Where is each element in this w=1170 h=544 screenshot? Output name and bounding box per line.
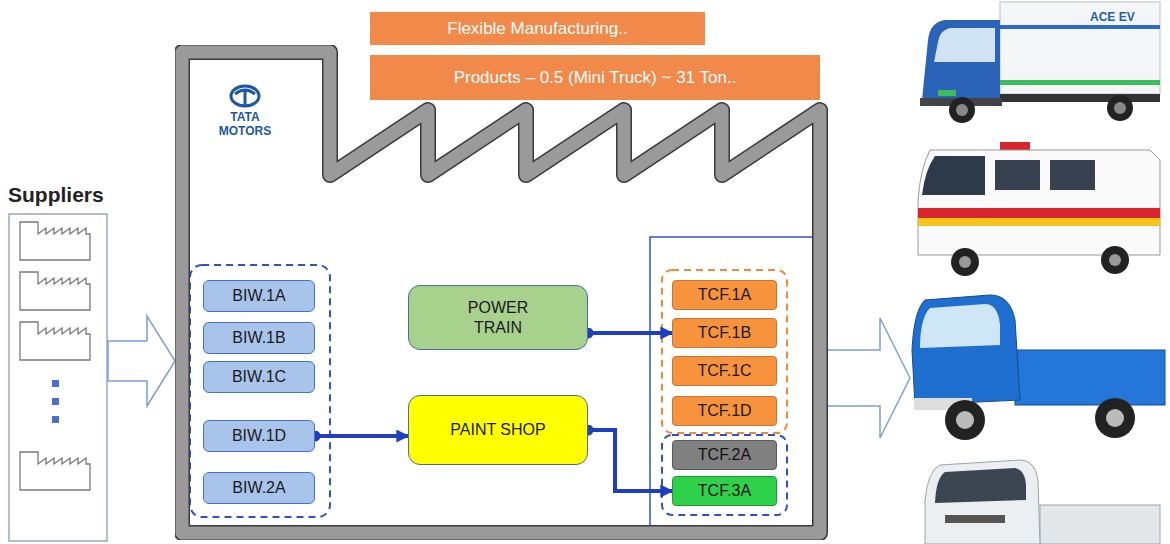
- output-frame: [650, 237, 822, 529]
- group-bracket: [662, 435, 787, 515]
- group-bracket: [662, 270, 787, 433]
- ellipsis-dot: [52, 380, 59, 387]
- vehicle-picture: [1040, 505, 1160, 544]
- station-box: TCF.3A: [672, 476, 777, 506]
- vehicle-picture: [925, 460, 1040, 544]
- group-bracket: [190, 265, 330, 517]
- supplier-icon: [20, 272, 90, 310]
- vehicle-picture: [918, 208, 1160, 218]
- title-banner: Flexible Manufacturing..: [370, 12, 705, 45]
- company-logo: [231, 86, 259, 106]
- vehicle-picture: [1106, 409, 1124, 427]
- vehicle-picture: [922, 156, 985, 195]
- vehicle-picture: [1015, 350, 1165, 405]
- box-label: BIW.1D: [232, 427, 286, 445]
- vehicle-picture: [1000, 80, 1160, 85]
- vehicle-picture: [925, 460, 1160, 544]
- vehicle-picture: [1101, 246, 1129, 274]
- vehicle-picture: [959, 256, 971, 268]
- vehicle-picture: [951, 248, 979, 276]
- vehicle-picture: [1000, 25, 1160, 29]
- vehicle-picture: [1095, 398, 1135, 438]
- box-label: TCF.1C: [697, 362, 751, 380]
- vehicle-picture: [1114, 102, 1126, 114]
- vehicle-picture: [938, 90, 956, 96]
- factory-outline: TATA MOTORS BIW.1A BIW.1B BIW.1C BIW.1D BIW.2…: [175, 45, 835, 540]
- vehicle-picture: [920, 304, 1000, 348]
- station-box: TCF.2A: [672, 440, 777, 470]
- box-label: TCF.1B: [698, 324, 751, 342]
- box-label: POWER TRAIN: [458, 298, 538, 338]
- company-logo: [244, 91, 247, 106]
- vehicle-picture: [935, 468, 1026, 503]
- vehicle-badge: ACE EV: [1090, 7, 1135, 25]
- ellipsis-dot: [52, 398, 59, 405]
- vehicle-picture: [1107, 95, 1133, 121]
- vehicle-picture: [934, 28, 995, 62]
- supplier-frame: [8, 180, 108, 542]
- vehicle-picture: [1000, 2, 1160, 94]
- box-label: TCF.1D: [697, 402, 751, 420]
- vehicle-picture: [995, 160, 1040, 190]
- supplier-icon: [20, 222, 90, 260]
- flow-arrow: [315, 434, 408, 438]
- station-box: BIW.1D: [203, 420, 315, 452]
- process-box: PAINT SHOP: [408, 395, 588, 465]
- supplier-frame: [9, 214, 107, 541]
- box-label: BIW.1A: [232, 287, 285, 305]
- vehicle-picture: [918, 150, 1160, 255]
- company-logo: [231, 86, 259, 106]
- company-name: TATA MOTORS: [210, 111, 280, 139]
- vehicle-picture: [918, 218, 1160, 226]
- station-box: BIW.2A: [203, 472, 315, 504]
- vehicle-picture: [922, 20, 1000, 100]
- block-arrow: [108, 316, 175, 406]
- vehicle-picture: [918, 142, 1160, 276]
- box-label: BIW.1C: [232, 368, 286, 386]
- vehicle-badge: ACE EV: [1090, 10, 1135, 24]
- title-banner: Products – 0.5 (Mini Truck) ~ 31 Ton..: [370, 55, 820, 100]
- vehicle-picture: [956, 411, 974, 429]
- station-box: BIW.1B: [203, 322, 315, 354]
- supplier-icon: [20, 322, 90, 360]
- process-box: POWER TRAIN: [408, 285, 588, 350]
- supplier-icon: [20, 452, 90, 490]
- flow-arrow: [588, 331, 672, 335]
- box-label: BIW.1B: [232, 329, 285, 347]
- vehicle-picture: [945, 515, 1005, 523]
- box-label: Flexible Manufacturing..: [447, 19, 627, 39]
- box-label: TCF.1A: [698, 286, 751, 304]
- station-box: TCF.1B: [672, 318, 777, 348]
- station-box: BIW.1A: [203, 280, 315, 312]
- vehicle-picture: [920, 2, 1160, 123]
- station-box: TCF.1A: [672, 280, 777, 310]
- supplier-group: Suppliers: [8, 180, 108, 542]
- box-label: Products – 0.5 (Mini Truck) ~ 31 Ton..: [454, 68, 737, 88]
- box-label: TCF.2A: [698, 446, 751, 464]
- vehicle-picture: [945, 400, 985, 440]
- group-heading: Suppliers: [8, 183, 108, 207]
- ellipsis-dot: [52, 416, 59, 423]
- vehicle-picture: [956, 104, 968, 116]
- station-box: TCF.1C: [672, 356, 777, 386]
- box-label: TCF.3A: [698, 482, 751, 500]
- vehicle-picture: [1109, 254, 1121, 266]
- output-arrow: [824, 318, 910, 438]
- station-box: TCF.1D: [672, 396, 777, 426]
- vehicle-picture: [949, 97, 975, 123]
- station-box: BIW.1C: [203, 361, 315, 393]
- factory-wall: [182, 52, 820, 533]
- box-label: PAINT SHOP: [450, 421, 545, 439]
- flow-arrow: [588, 430, 672, 491]
- box-label: BIW.2A: [232, 479, 285, 497]
- factory-wall: [182, 52, 820, 533]
- vehicle-picture: [1050, 160, 1095, 190]
- vehicle-picture: [912, 295, 1165, 440]
- vehicle-picture: [912, 295, 1020, 405]
- vehicle-picture: [995, 94, 1160, 102]
